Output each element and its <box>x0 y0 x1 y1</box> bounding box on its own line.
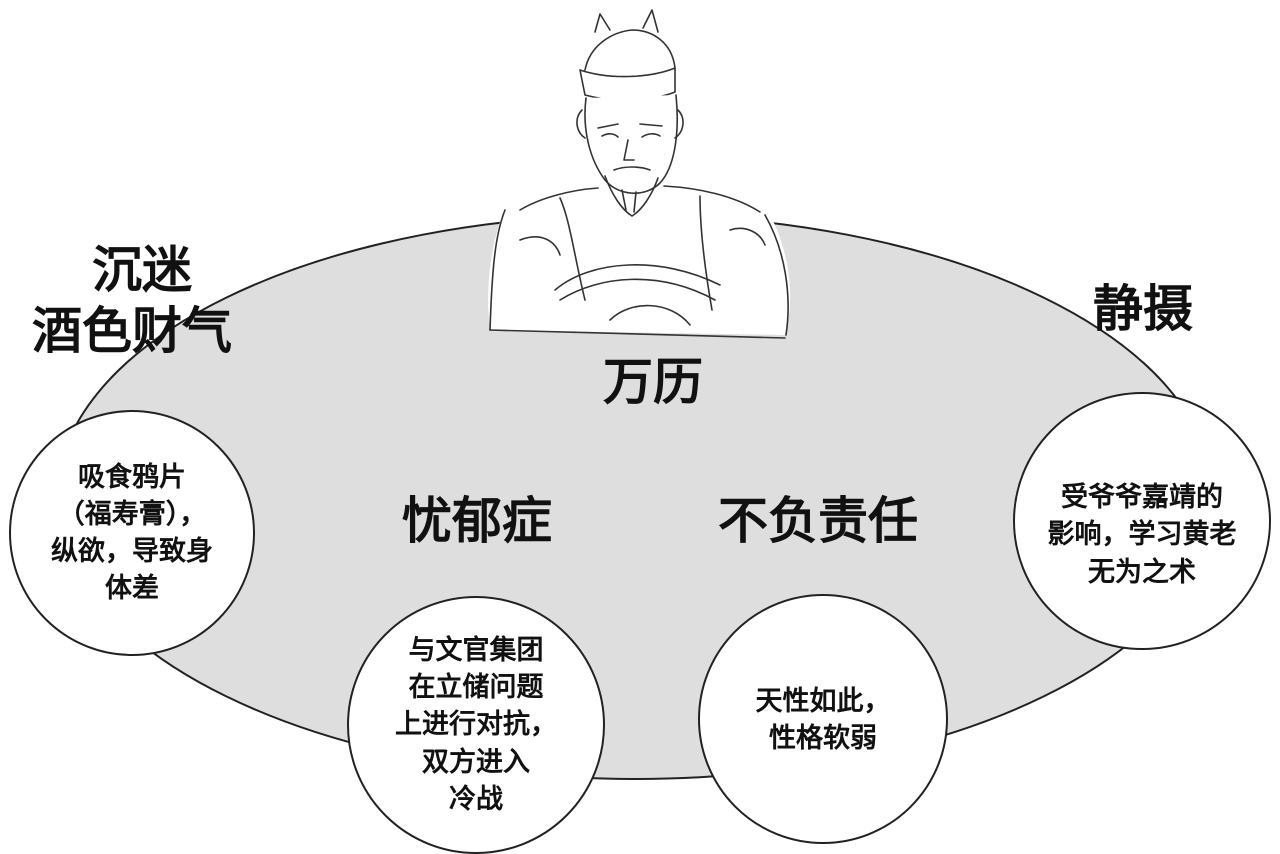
left-heading: 沉迷 <box>92 240 192 299</box>
circle-opium-text: 吸食鸦片 （福寿膏）， 纵欲，导致身 体差 <box>22 440 242 626</box>
center-title: 万历 <box>603 352 703 411</box>
circle-opium-line: 体差 <box>105 573 159 605</box>
left-heading-line1: 沉迷 <box>92 240 192 299</box>
circle-officials-line: 与文官集团 <box>408 634 544 666</box>
circle-opium-line: 纵欲，导致身 <box>51 536 213 567</box>
circle-nature-line: 天性如此， <box>755 685 891 717</box>
circle-officials-line: 在立储问题 <box>408 672 544 704</box>
circle-nature-line: 性格软弱 <box>769 723 877 754</box>
circle-jiajing-line: 影响，学习黄老 <box>1047 519 1237 551</box>
circle-jiajing <box>1013 392 1271 650</box>
circle-officials-text: 与文官集团 在立储问题 上进行对抗， 双方进入 冷战 <box>366 620 586 830</box>
circle-jiajing-line: 受爷爷嘉靖的 <box>1061 482 1223 514</box>
circle-jiajing-line: 无为之术 <box>1088 556 1196 588</box>
circle-jiajing-text: 受爷爷嘉靖的 影响，学习黄老 无为之术 <box>1022 470 1262 600</box>
label-depression: 忧郁症 <box>402 491 552 550</box>
label-irresponsible: 不负责任 <box>718 491 918 550</box>
circle-officials-line: 冷战 <box>449 783 503 815</box>
circle-opium-line: （福寿膏）， <box>57 498 207 530</box>
circle-officials-line: 双方进入 <box>422 746 530 778</box>
left-heading-line2: 酒色财气 <box>32 301 232 360</box>
circle-officials <box>347 596 605 854</box>
circle-opium-line: 吸食鸦片 <box>78 461 186 493</box>
right-heading-line1: 静摄 <box>1093 279 1193 338</box>
circle-opium <box>9 410 255 656</box>
circle-officials-line: 上进行对抗， <box>395 709 557 741</box>
circle-nature <box>698 594 948 844</box>
right-heading: 静摄 <box>1093 279 1193 338</box>
emperor-portrait <box>488 9 791 339</box>
left-heading-second: 酒色财气 <box>32 301 232 360</box>
circle-nature-text: 天性如此， 性格软弱 <box>713 670 933 770</box>
